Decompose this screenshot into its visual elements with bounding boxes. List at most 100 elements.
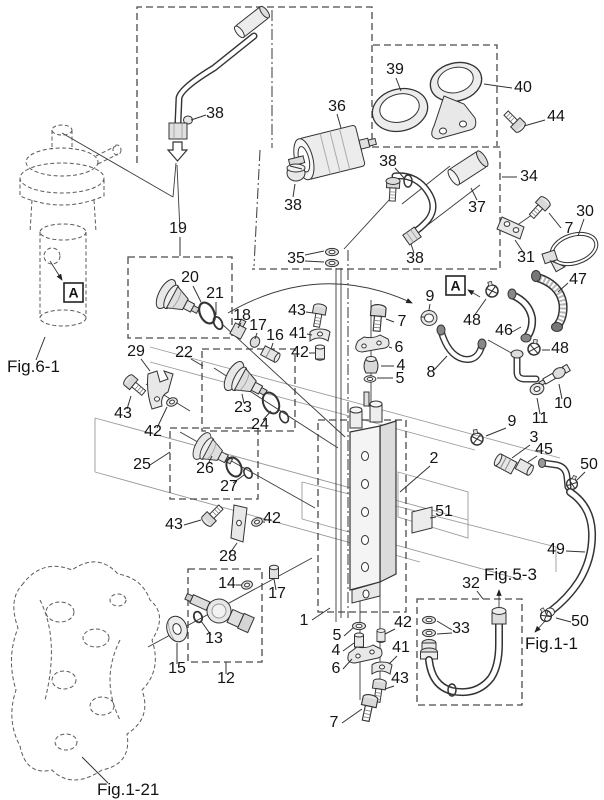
- spacer-42: [376, 628, 386, 643]
- leader-line-49: [565, 550, 586, 553]
- part-callout-32: 32: [462, 575, 480, 592]
- part-callout-16: 16: [266, 327, 284, 344]
- part-callout-48: 48: [551, 340, 569, 357]
- flow-arrows: [49, 141, 547, 633]
- leader-line-7: [341, 708, 363, 724]
- leader-line-7: [385, 318, 395, 323]
- part-callout-42: 42: [144, 423, 162, 440]
- leader-line-35: [304, 250, 325, 256]
- fork-bracket-29: [147, 370, 174, 410]
- leader-line-50: [576, 471, 586, 481]
- figure-ref-fig6-1: Fig.6-1: [7, 357, 60, 376]
- part-callout-42: 42: [263, 510, 281, 527]
- figure-ref-leader: [81, 756, 109, 784]
- bracket-31: [496, 216, 525, 240]
- bolt-7: [357, 692, 380, 723]
- sensor-10: [538, 363, 571, 387]
- plate-28-group: [199, 502, 263, 543]
- leader-line-31: [514, 239, 524, 253]
- part-callout-9: 9: [426, 288, 435, 305]
- figure-ref-fig1-21: Fig.1-21: [97, 780, 159, 799]
- group-box-39-40: [373, 44, 498, 146]
- o-ring-24: [278, 410, 290, 424]
- leader-line-11: [536, 397, 541, 415]
- damper-group-22: [219, 358, 290, 424]
- leader-line-20: [192, 285, 202, 303]
- part-callout-34: 34: [520, 168, 538, 185]
- part-callout-43: 43: [288, 302, 306, 319]
- bracket-6: [347, 644, 383, 664]
- leader-line-6: [388, 346, 393, 349]
- leader-line-42: [384, 628, 396, 635]
- part-callout-38: 38: [406, 250, 424, 267]
- grommet-4: [354, 632, 364, 649]
- part-callout-19: 19: [169, 220, 187, 237]
- split-bushing-9: [420, 310, 438, 326]
- part-callout-47: 47: [569, 271, 587, 288]
- part-callout-23: 23: [234, 399, 252, 416]
- group-box-12: [187, 568, 263, 663]
- engine-block-ref: [10, 561, 160, 781]
- leader-line-32: [476, 590, 484, 600]
- banjo-fitting: [420, 639, 438, 660]
- bolt-43: [121, 372, 149, 399]
- filter-rings-bracket-group: [371, 61, 528, 140]
- leader-line-9: [428, 303, 431, 311]
- part-callout-44: 44: [547, 108, 565, 125]
- group-boxes: [127, 6, 523, 706]
- clamp-bracket-group: [496, 194, 599, 273]
- leader-line-42: [156, 406, 168, 429]
- center-hardware-group: [309, 302, 331, 361]
- clamp-48: [482, 279, 501, 300]
- detail-a-arrow-right: [467, 289, 481, 298]
- part-callout-7: 7: [565, 220, 574, 237]
- part-callout-43: 43: [114, 405, 132, 422]
- leader-line-6: [342, 658, 353, 670]
- leader-line-3: [511, 444, 531, 459]
- washer-35: [325, 258, 339, 268]
- leader-line-8: [433, 355, 448, 371]
- banjo-hose-group-32: [420, 607, 507, 697]
- leader-line-2: [399, 465, 431, 493]
- leader-line-48: [473, 298, 487, 317]
- leader-line-17: [254, 332, 258, 340]
- part-callout-27: 27: [220, 478, 238, 495]
- washer-33: [422, 615, 436, 625]
- pipe-sleeve: [233, 5, 271, 39]
- leader-line-41: [388, 655, 398, 665]
- fig1-1-arrow: [534, 619, 547, 633]
- part-callout-4: 4: [397, 357, 406, 374]
- routing-arc-arrow: [227, 283, 413, 314]
- leader-line-47: [557, 282, 569, 293]
- bolt-43: [309, 302, 328, 329]
- part-callout-13: 13: [205, 630, 223, 647]
- leader-line-18: [237, 322, 242, 329]
- part-callout-8: 8: [427, 364, 436, 381]
- part-callout-18: 18: [233, 307, 251, 324]
- leader-line-45: [527, 455, 538, 463]
- part-callout-41: 41: [392, 639, 410, 656]
- part-callout-29: 29: [127, 343, 145, 360]
- washer-5: [352, 621, 366, 631]
- detail-a-arrow-left: [49, 260, 63, 281]
- part-callout-11: 11: [532, 410, 549, 427]
- leader-line-23: [241, 393, 245, 404]
- leader-line-43: [384, 685, 395, 690]
- leader-line-39: [395, 77, 402, 92]
- part-callout-43: 43: [391, 670, 409, 687]
- union-3: [493, 453, 518, 475]
- part-callout-9: 9: [508, 413, 517, 430]
- part-callout-33: 33: [452, 620, 470, 637]
- part-callout-7: 7: [330, 714, 339, 731]
- return-hose-group-49: [468, 427, 597, 625]
- rail-side-face: [379, 420, 397, 583]
- part-callout-6: 6: [395, 339, 404, 356]
- part-callout-10: 10: [554, 395, 572, 412]
- detail-marker-box-a-1: [63, 282, 84, 303]
- part-callout-36: 36: [328, 98, 346, 115]
- fuel-pump-assembly-ref: [19, 124, 122, 327]
- pad-51: [411, 506, 433, 534]
- leader-line-22: [190, 358, 204, 367]
- washer-14: [241, 580, 253, 590]
- part-callout-42: 42: [394, 614, 412, 631]
